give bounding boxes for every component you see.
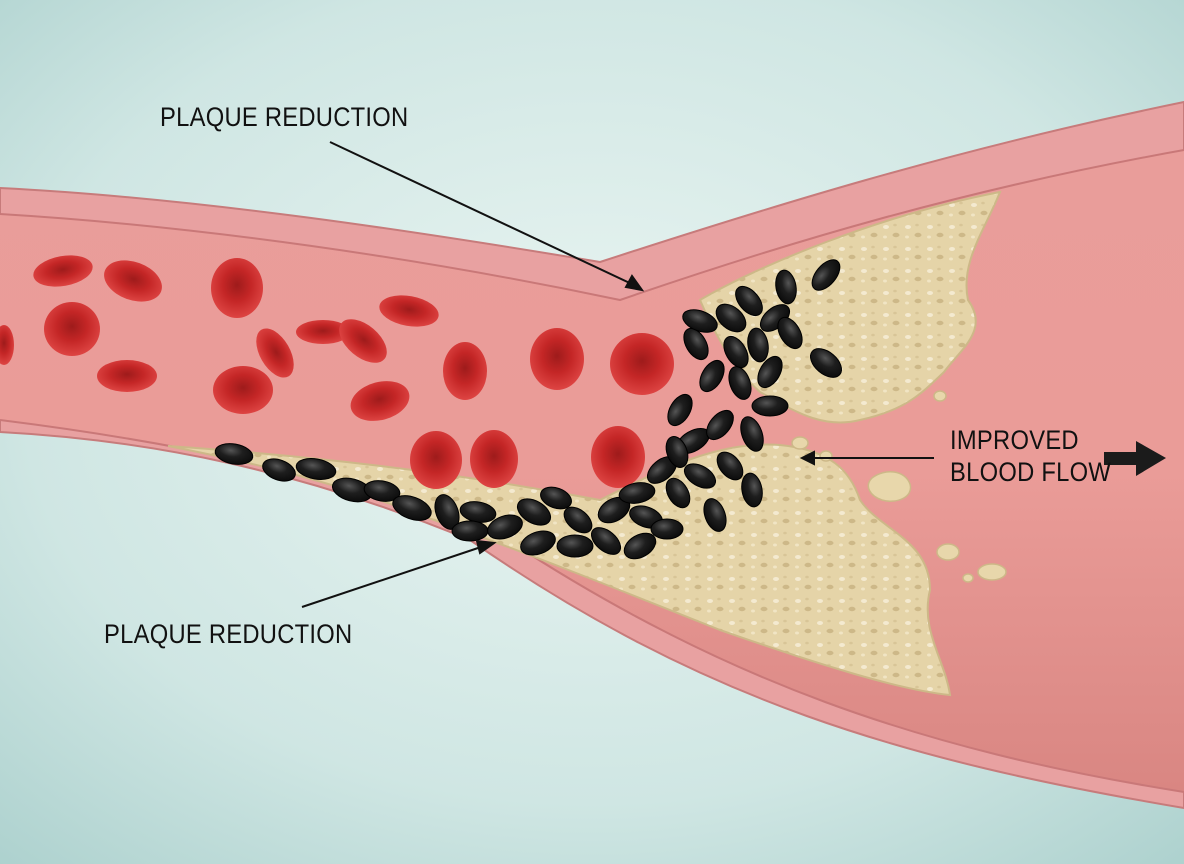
black-particle [665, 436, 689, 468]
black-particle [682, 309, 718, 333]
black-particle [811, 259, 841, 291]
plaque-fragment [962, 573, 974, 583]
black-particle [703, 498, 727, 532]
red-blood-cell [0, 325, 14, 365]
flow-arrow-shaft [1104, 452, 1142, 465]
red-blood-cell [410, 431, 462, 489]
black-particle [683, 327, 709, 361]
label-improved-blood-flow: IMPROVED BLOOD FLOW [950, 424, 1111, 488]
plaque-fragment [791, 436, 809, 450]
inner-wall-line-top [0, 149, 1184, 302]
red-blood-cell [610, 333, 674, 395]
red-blood-cells [0, 255, 674, 489]
black-particle [715, 303, 747, 333]
black-particle [777, 316, 803, 350]
red-blood-cell [350, 381, 410, 421]
black-particle [699, 359, 725, 393]
red-blood-cell [470, 430, 518, 488]
black-particle [451, 520, 489, 542]
red-blood-cell [33, 255, 93, 287]
black-particle [392, 495, 432, 521]
black-particle [262, 458, 296, 482]
plaque-fragment [933, 390, 947, 402]
black-particle [757, 355, 783, 389]
red-blood-cell [256, 328, 294, 378]
black-particle [740, 416, 764, 452]
label-improved-blood-flow-line1: IMPROVED [950, 425, 1079, 455]
label-plaque-reduction-top: PLAQUE REDUCTION [160, 102, 409, 132]
black-particle [363, 480, 401, 502]
black-particle [214, 443, 254, 465]
red-blood-cell [339, 319, 387, 363]
plaque-fragment [936, 543, 960, 561]
right-arrow-icon [1104, 441, 1166, 476]
black-particle [741, 472, 763, 508]
black-particle [295, 458, 337, 480]
black-particle [728, 366, 752, 400]
plaque-fragment [819, 450, 833, 462]
red-blood-cell [591, 426, 645, 488]
black-particle [516, 498, 552, 526]
black-particle [751, 395, 789, 417]
pointer-arrowhead-flow [799, 450, 815, 466]
black-particle [723, 335, 749, 369]
black-particle [623, 532, 657, 560]
red-blood-cell [44, 302, 100, 356]
black-particle [716, 451, 744, 481]
black-particle [747, 327, 769, 363]
black-particle [650, 518, 684, 540]
pointer-line-top [329, 141, 637, 287]
black-particle [683, 463, 717, 489]
black-particle [618, 482, 656, 504]
black-particle [665, 477, 691, 509]
plaque-fragments [791, 390, 1007, 583]
black-particle [556, 534, 594, 558]
red-blood-cell [213, 366, 273, 414]
flow-arrow-head [1136, 441, 1166, 476]
red-blood-cell [104, 260, 162, 302]
red-blood-cell [379, 295, 439, 327]
plaque-fragment [867, 471, 912, 502]
red-blood-cell [530, 328, 584, 390]
label-plaque-reduction-bottom: PLAQUE REDUCTION [104, 619, 353, 649]
red-blood-cell [97, 360, 157, 392]
black-particle [810, 348, 842, 378]
annotation-lines [301, 141, 934, 608]
pointer-arrowhead-top [624, 274, 645, 292]
black-particle [775, 269, 797, 305]
pointer-line-bottom [301, 544, 488, 608]
label-improved-blood-flow-line2: BLOOD FLOW [950, 457, 1112, 487]
red-blood-cell [296, 320, 350, 344]
black-particle [706, 409, 734, 441]
black-particle [540, 486, 572, 510]
black-particles [214, 259, 842, 560]
red-blood-cell [443, 342, 487, 400]
black-particle [520, 530, 556, 556]
black-particle [667, 393, 693, 427]
red-blood-cell [211, 258, 263, 318]
black-particle [590, 527, 622, 555]
black-particle [735, 285, 763, 317]
pointer-arrowhead-bottom [475, 539, 497, 555]
plaque-fragment [977, 563, 1007, 581]
black-particle [563, 506, 593, 534]
black-particle [487, 514, 523, 540]
